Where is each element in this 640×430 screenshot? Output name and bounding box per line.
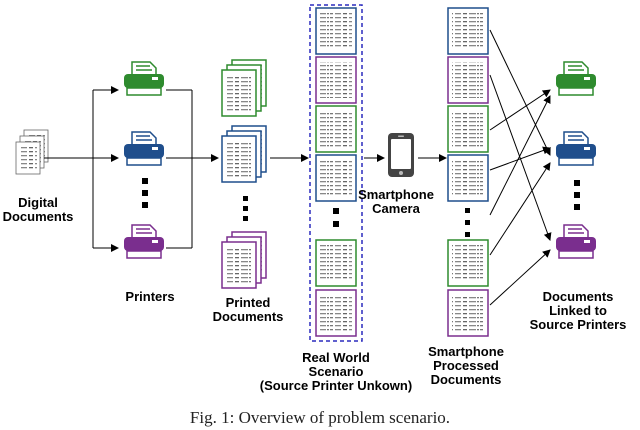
document-icon [221,135,257,183]
label-linked-documents: Documents Linked to Source Printers [529,289,627,332]
document-icon [447,105,489,153]
document-icon [447,154,489,202]
document-icon [315,105,357,153]
printer-icon [555,224,597,259]
digital-document-stack [15,129,49,175]
printed-document-stack [221,231,267,289]
document-icon [447,56,489,104]
document-icon [315,239,357,287]
linking-arrows [489,29,552,306]
printer-icon [555,61,597,96]
label-printers: Printers [125,289,175,304]
label-smartphone-camera: Smartphone Camera [358,187,434,216]
figure-caption: Fig. 1: Overview of problem scenario. [189,408,451,427]
document-icon [315,7,357,55]
printed-document-stack [221,59,267,117]
real-world-document-column [315,7,357,337]
ellipsis-dots [142,178,148,208]
document-icon [221,69,257,117]
ellipsis-dots [333,208,339,227]
printer-icon [555,131,597,166]
label-digital-documents: Digital Documents [2,195,74,224]
real-world-box [309,4,363,342]
ellipsis-dots [574,180,580,210]
document-icon [315,56,357,104]
ellipsis-dots [465,208,470,237]
label-processed-documents: Smartphone Processed Documents [428,344,504,387]
printer-icon [123,131,165,166]
ellipsis-dots [243,196,248,221]
label-printed-documents: Printed Documents [212,295,284,324]
document-icon [447,7,489,55]
processed-document-column [447,7,489,337]
printer-icon [123,61,165,96]
document-icon [315,154,357,202]
document-icon [447,289,489,337]
printed-document-stack [221,125,267,183]
document-icon [15,141,41,175]
document-icon [221,241,257,289]
smartphone-icon [388,133,414,177]
document-icon [315,289,357,337]
printer-icon [123,224,165,259]
label-real-world-scenario: Real World Scenario (Source Printer Unko… [259,350,413,393]
document-icon [447,239,489,287]
